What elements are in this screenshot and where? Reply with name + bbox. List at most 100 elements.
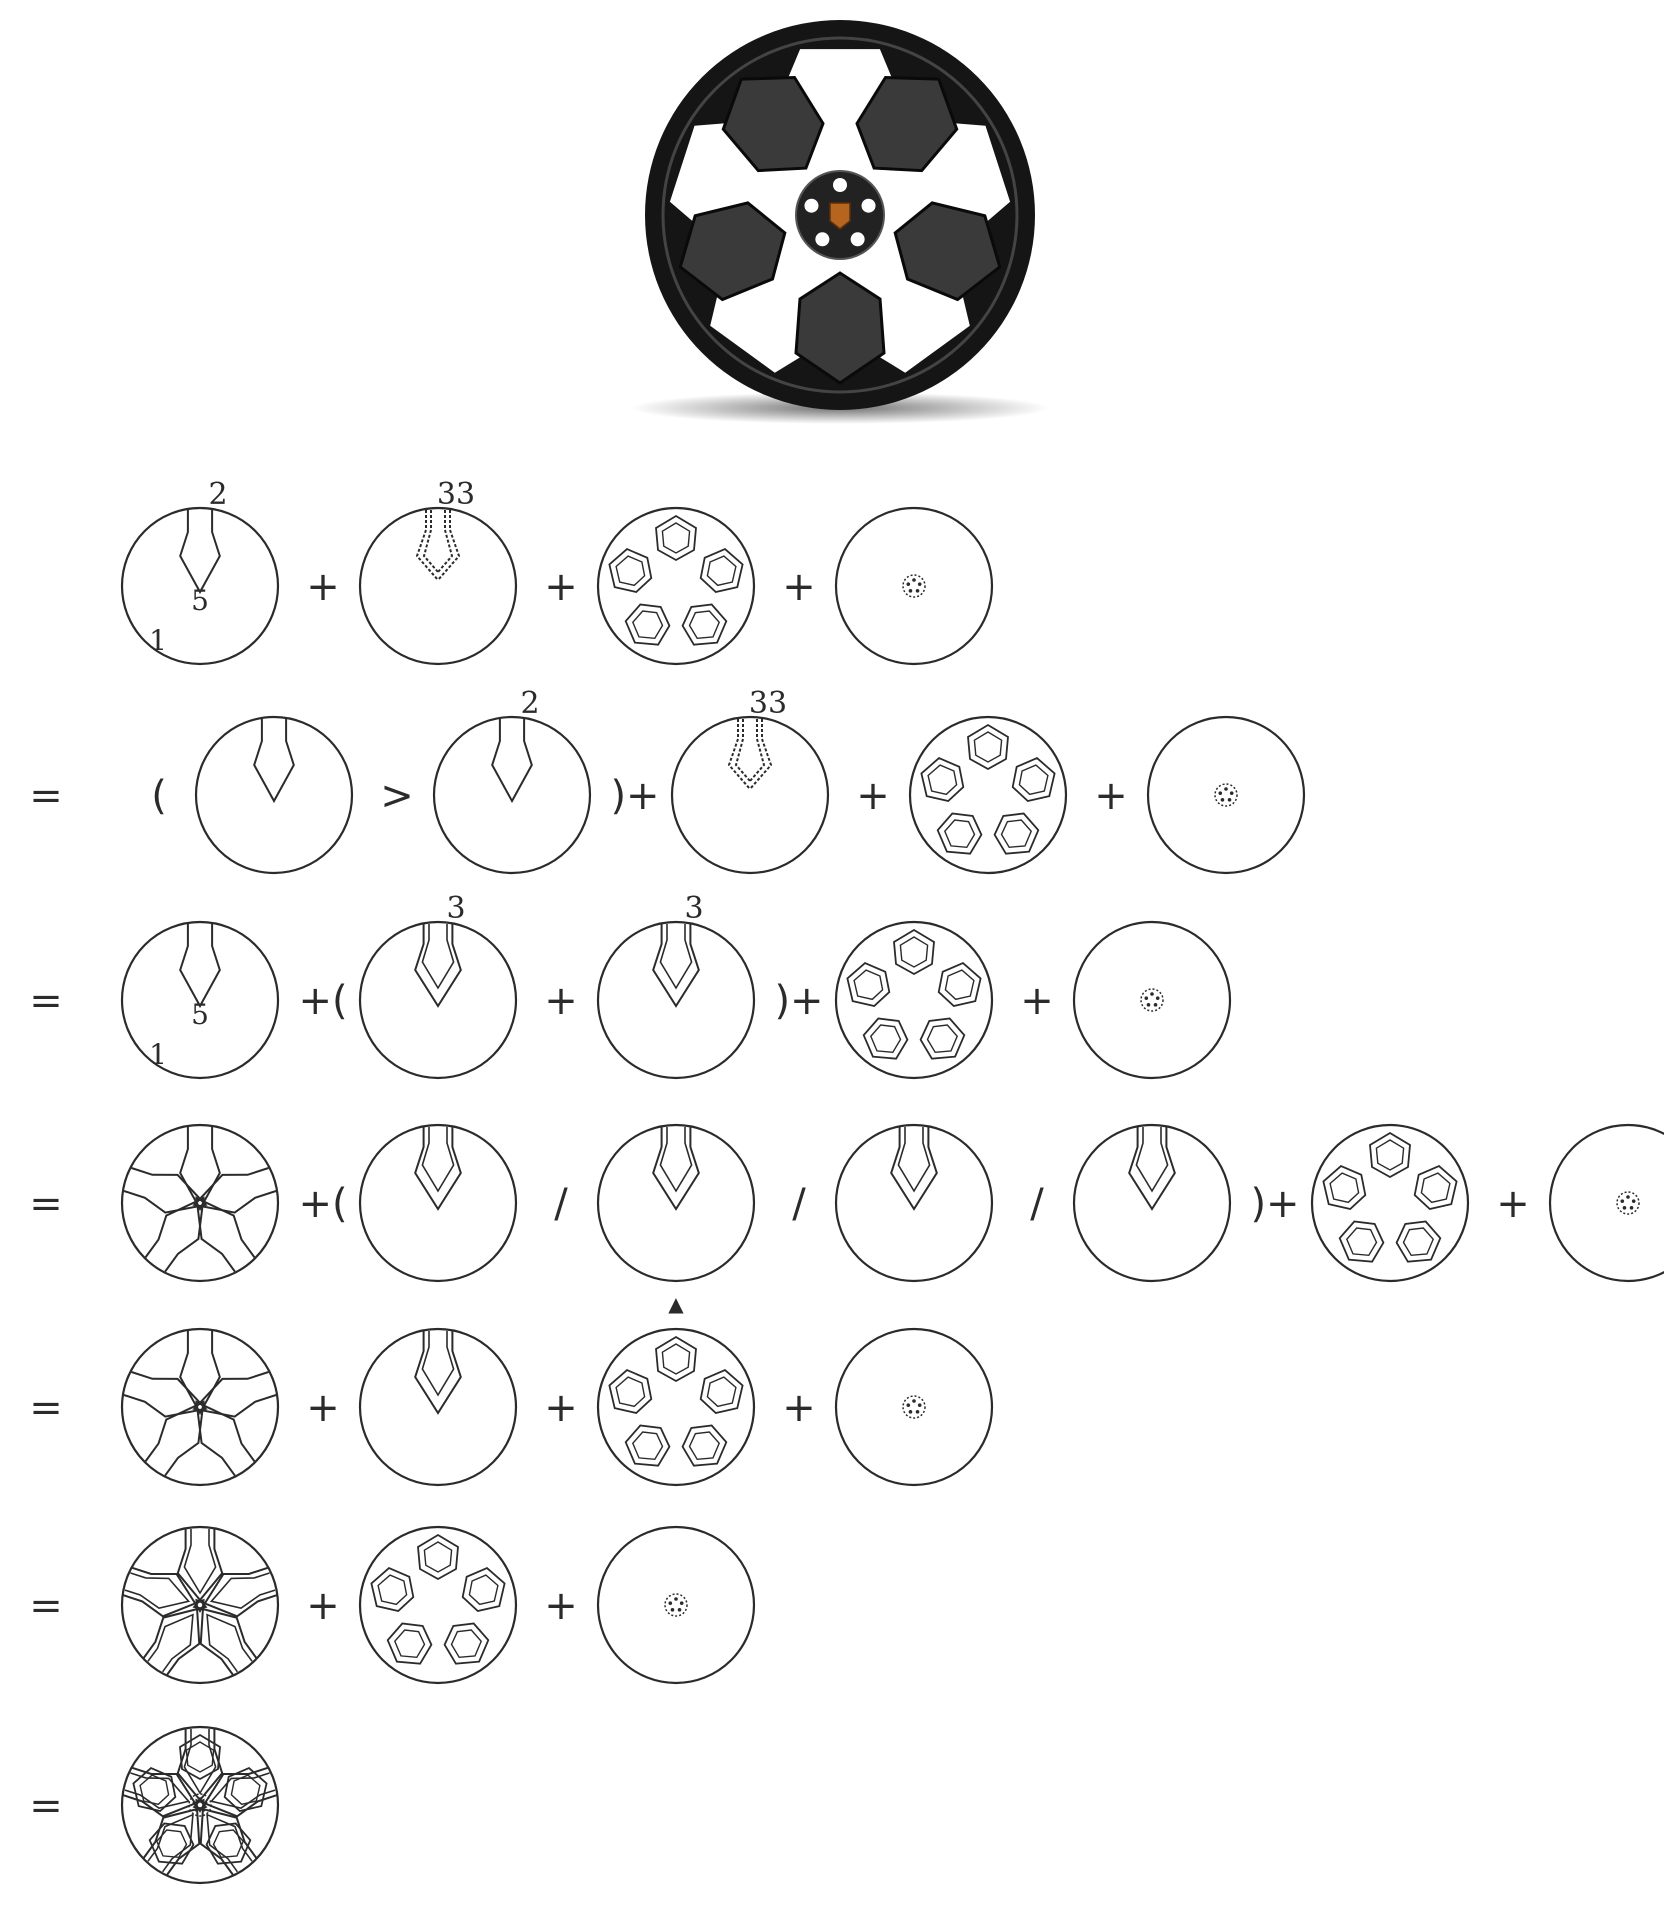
hub-ring — [1214, 783, 1238, 807]
spoke-inner-outline — [421, 1127, 455, 1193]
circle-outline — [358, 920, 518, 1080]
pocket-inner — [139, 1774, 170, 1806]
circle-outline — [1072, 1123, 1232, 1283]
pocket — [624, 1424, 671, 1467]
operator-symbol: )+ — [1250, 1181, 1299, 1227]
operator-symbol: + — [1496, 1181, 1530, 1227]
pocket-inner — [944, 969, 975, 1001]
lug-dot — [912, 1399, 916, 1403]
spoke-outline — [652, 1127, 700, 1211]
lug-dot — [1224, 787, 1228, 791]
wheel-spoke — [794, 271, 886, 385]
lug-hole — [861, 198, 876, 213]
lug-dot — [194, 1808, 199, 1812]
lug-dot — [1622, 1206, 1627, 1210]
lug-dot — [1153, 1003, 1158, 1007]
operator-symbol: +( — [298, 978, 347, 1024]
hatched-edge — [727, 719, 751, 790]
equation-row: =+++ — [29, 1327, 994, 1487]
pocket-inner — [706, 1376, 737, 1408]
operator-symbol: + — [856, 773, 890, 819]
operator-symbol: + — [782, 1385, 816, 1431]
spoke-outline — [123, 1167, 208, 1214]
lug-dot — [1146, 1003, 1151, 1007]
circle-outline — [194, 715, 354, 875]
pocket — [893, 928, 935, 976]
lug-dot — [1150, 992, 1154, 996]
lug-dot — [198, 1797, 202, 1801]
lug-dot — [1631, 1199, 1636, 1203]
schematic-circle: 2 — [432, 686, 592, 875]
circle-outline — [432, 715, 592, 875]
spoke-outline — [414, 924, 462, 1008]
label-top: 3 — [684, 891, 703, 926]
spoke-inner-outline — [206, 1613, 253, 1673]
schematic-circle — [120, 1327, 280, 1487]
pocket-inner — [927, 764, 958, 796]
schematic-circle — [596, 1327, 756, 1487]
lug-dot — [203, 1801, 208, 1805]
pocket — [937, 962, 982, 1007]
lug-dot — [906, 1403, 911, 1407]
wheel-photo — [630, 20, 1050, 424]
pocket-inner — [853, 969, 884, 1001]
pocket-inner — [1000, 819, 1033, 849]
lug-dot — [192, 1801, 197, 1805]
wheel-spoke — [855, 75, 959, 173]
operator-symbol: > — [380, 773, 414, 819]
pocket-inner — [230, 1774, 261, 1806]
operator-symbol: + — [782, 564, 816, 610]
pocket — [608, 548, 653, 593]
circle-outline — [358, 1327, 518, 1487]
circle-outline — [908, 715, 1068, 875]
circle-outline — [596, 1123, 756, 1283]
spoke-outline — [1128, 1127, 1176, 1211]
schematic-circle — [120, 1725, 280, 1885]
equals-sign: = — [29, 978, 63, 1024]
pocket-inner — [973, 731, 1003, 763]
circle-outline — [1146, 715, 1306, 875]
schematic-circle — [120, 1123, 280, 1283]
schematic-circle: 3 — [358, 891, 518, 1080]
pocket — [699, 548, 744, 593]
spoke-outline — [179, 924, 221, 1009]
operator-symbol: / — [792, 1181, 806, 1227]
circle-outline — [1310, 1123, 1470, 1283]
pocket-inner — [212, 1829, 245, 1859]
pocket — [370, 1567, 415, 1612]
pocket-inner — [450, 1629, 483, 1659]
spoke-outline — [652, 924, 700, 1008]
label-top: 3 — [446, 891, 465, 926]
pocket — [1369, 1131, 1411, 1179]
lug-hole — [833, 178, 847, 192]
pocket-inner — [1375, 1139, 1405, 1171]
schematic-circle: 33 — [358, 477, 518, 666]
spoke-inner-outline — [147, 1813, 194, 1873]
pocket — [862, 1017, 909, 1060]
spoke-outline — [192, 1566, 278, 1619]
lug-dot — [1144, 996, 1149, 1000]
equation-row: = — [29, 1725, 280, 1885]
lug-dot — [677, 1608, 682, 1612]
spoke-outline — [192, 1371, 277, 1418]
hatched-edge — [437, 510, 461, 581]
pocket — [179, 1733, 221, 1781]
operator-symbol: / — [554, 1181, 568, 1227]
lug-dot — [1155, 996, 1160, 1000]
pocket — [148, 1822, 195, 1865]
label-corner: 1 — [149, 624, 167, 657]
lug-dot — [1227, 798, 1232, 802]
spoke-outline — [176, 1529, 224, 1613]
equals-sign: = — [29, 1583, 63, 1629]
equation-row: =(>2)+33++ — [29, 686, 1306, 875]
pocket — [1338, 1220, 1385, 1263]
spoke-outline — [414, 1127, 462, 1211]
label-top: 33 — [749, 686, 787, 721]
spoke-outline — [142, 1798, 205, 1876]
spoke-outline — [122, 1566, 208, 1619]
pocket-inner — [706, 555, 737, 587]
spoke-outline — [195, 1798, 258, 1876]
label-center: 5 — [191, 998, 209, 1031]
pocket — [655, 1335, 697, 1383]
pocket-inner — [1329, 1172, 1360, 1204]
